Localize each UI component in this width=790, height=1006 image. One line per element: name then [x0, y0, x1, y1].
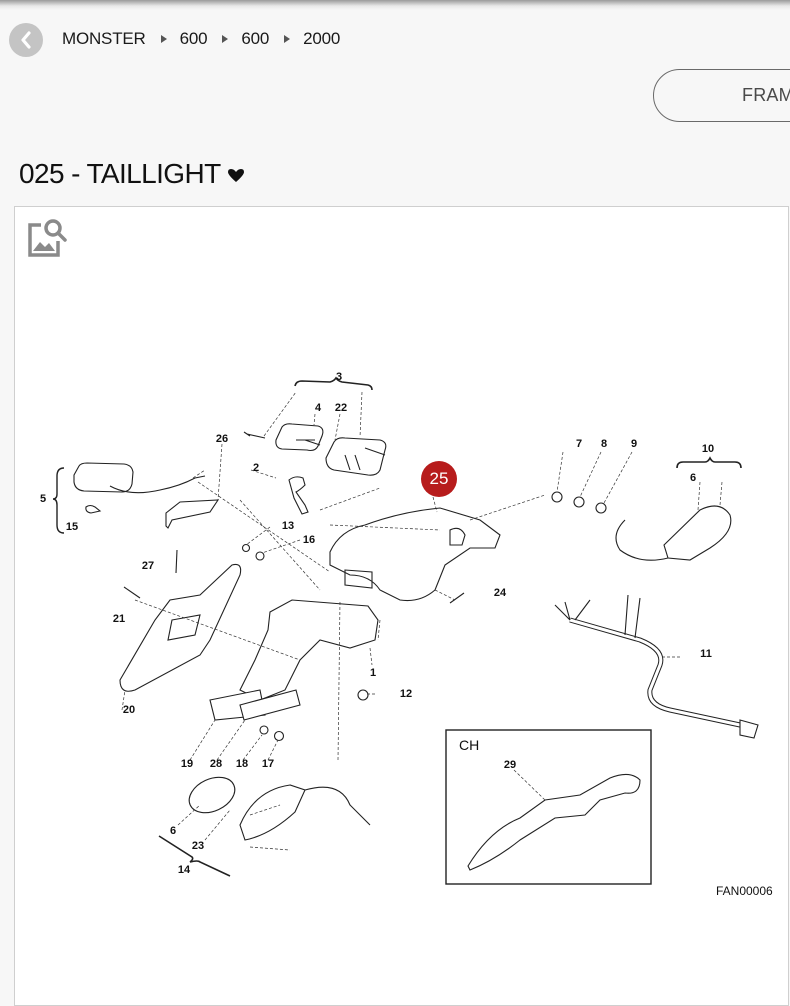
part-4-lens[interactable] — [275, 423, 324, 452]
callout-26[interactable]: 26 — [215, 433, 229, 445]
frame-button-label: FRAM — [742, 85, 790, 105]
callout-10[interactable]: 10 — [701, 443, 715, 455]
callout-13[interactable]: 13 — [281, 520, 295, 532]
callout-12[interactable]: 12 — [399, 688, 413, 700]
callout-9[interactable]: 9 — [630, 438, 638, 450]
highlighted-part-badge[interactable]: 25 — [421, 461, 457, 497]
callout-8[interactable]: 8 — [600, 438, 608, 450]
callout-15[interactable]: 15 — [65, 521, 79, 533]
part-17-nut[interactable] — [273, 730, 285, 742]
callout-11[interactable]: 11 — [700, 648, 712, 660]
callout-18[interactable]: 18 — [235, 758, 249, 770]
callout-16[interactable]: 16 — [302, 534, 316, 546]
callout-1[interactable]: 1 — [369, 667, 377, 679]
callout-4[interactable]: 4 — [314, 402, 322, 414]
breadcrumb-item-year[interactable]: 2000 — [303, 29, 341, 48]
inset-label: CH — [459, 737, 480, 753]
chevron-left-icon — [21, 31, 31, 49]
part-7-grommet[interactable] — [551, 491, 563, 503]
callout-6-front[interactable]: 6 — [689, 472, 697, 484]
part-3-lamp-housing[interactable] — [325, 437, 387, 476]
callout-7[interactable]: 7 — [575, 438, 583, 450]
callout-14[interactable]: 14 — [177, 864, 191, 876]
image-search-icon[interactable] — [26, 217, 68, 259]
diagram-panel — [14, 206, 789, 1006]
triangle-right-icon — [222, 35, 229, 43]
part-12-nut[interactable] — [357, 689, 369, 701]
callout-20[interactable]: 20 — [122, 704, 136, 716]
part-9-nut[interactable] — [595, 502, 607, 514]
breadcrumb-item-variant[interactable]: 600 — [241, 29, 270, 48]
callout-2[interactable]: 2 — [252, 462, 260, 474]
callout-28[interactable]: 28 — [209, 758, 223, 770]
triangle-right-icon — [160, 35, 167, 43]
triangle-right-icon — [284, 35, 291, 43]
section-title-dropdown[interactable]: 025 - TAILLIGHT — [19, 158, 245, 190]
callout-17[interactable]: 17 — [261, 758, 275, 770]
frame-button[interactable]: FRAM — [653, 69, 790, 122]
part-11-wiring-harness[interactable] — [554, 594, 759, 739]
caret-down-icon — [227, 169, 244, 182]
drawing-code: FAN00006 — [716, 884, 773, 898]
part-8-spacer[interactable] — [573, 496, 585, 508]
callout-23[interactable]: 23 — [191, 840, 205, 852]
callout-19[interactable]: 19 — [180, 758, 194, 770]
breadcrumb-item-model[interactable]: MONSTER — [62, 29, 146, 48]
breadcrumb: MONSTER 600 600 2000 — [62, 29, 340, 49]
header: MONSTER 600 600 2000 — [0, 10, 790, 70]
part-27-screw[interactable] — [175, 549, 178, 574]
callout-21[interactable]: 21 — [112, 613, 126, 625]
part-13-washer[interactable] — [241, 543, 251, 553]
part-5-plate-light[interactable] — [73, 462, 206, 514]
callout-27[interactable]: 27 — [141, 560, 155, 572]
callout-5[interactable]: 5 — [39, 493, 47, 505]
back-button[interactable] — [9, 23, 43, 57]
part-18-washer[interactable] — [259, 725, 269, 735]
section-title: 025 - TAILLIGHT — [19, 158, 221, 189]
breadcrumb-item-version[interactable]: 600 — [179, 29, 208, 48]
callout-22[interactable]: 22 — [334, 402, 348, 414]
callout-24[interactable]: 24 — [493, 587, 507, 599]
part-16-nut[interactable] — [255, 551, 265, 561]
callout-29[interactable]: 29 — [503, 759, 517, 771]
top-shadow — [0, 0, 790, 10]
callout-3[interactable]: 3 — [335, 371, 343, 383]
callout-6-rear[interactable]: 6 — [169, 825, 177, 837]
